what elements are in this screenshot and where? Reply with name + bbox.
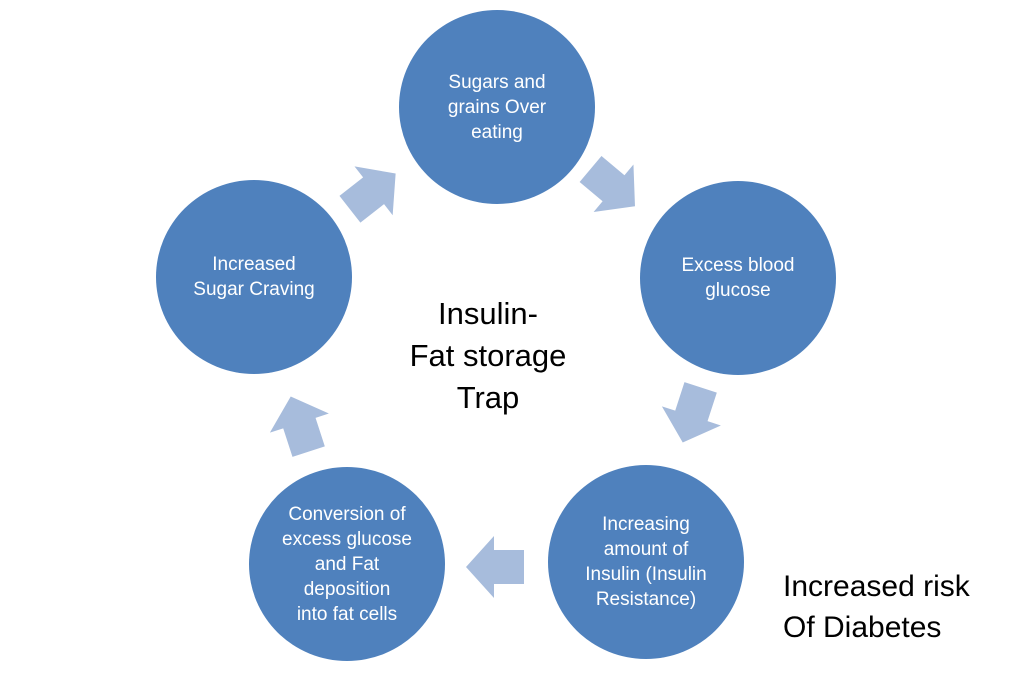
node-excess-blood-glucose: Excess blood glucose: [640, 181, 836, 375]
node-fat-deposition: Conversion of excess glucose and Fat dep…: [249, 467, 445, 661]
diabetes-risk-note: Increased risk Of Diabetes: [783, 570, 970, 644]
node-label: Sugars and grains Over eating: [447, 71, 547, 143]
node-label: Excess blood glucose: [681, 255, 795, 301]
diagram-center-title: Insulin- Fat storage Trap: [409, 296, 567, 415]
node-label: Increased Sugar Craving: [193, 254, 315, 300]
node-sugar-craving: Increased Sugar Craving: [156, 180, 352, 374]
node-label: Conversion of excess glucose and Fat dep…: [282, 503, 412, 625]
arrow-glucose-to-insulin: [653, 377, 731, 453]
arrow-craving-to-sugars: [330, 149, 415, 234]
node-label: Increasing amount of Insulin (Insulin Re…: [585, 514, 707, 610]
node-sugars-overeating: Sugars and grains Over eating: [399, 10, 595, 204]
arrow-insulin-to-conversion: [466, 536, 524, 598]
arrow-sugars-to-glucose: [570, 145, 655, 231]
arrow-conversion-to-craving: [261, 386, 339, 462]
node-insulin-resistance: Increasing amount of Insulin (Insulin Re…: [548, 465, 744, 659]
